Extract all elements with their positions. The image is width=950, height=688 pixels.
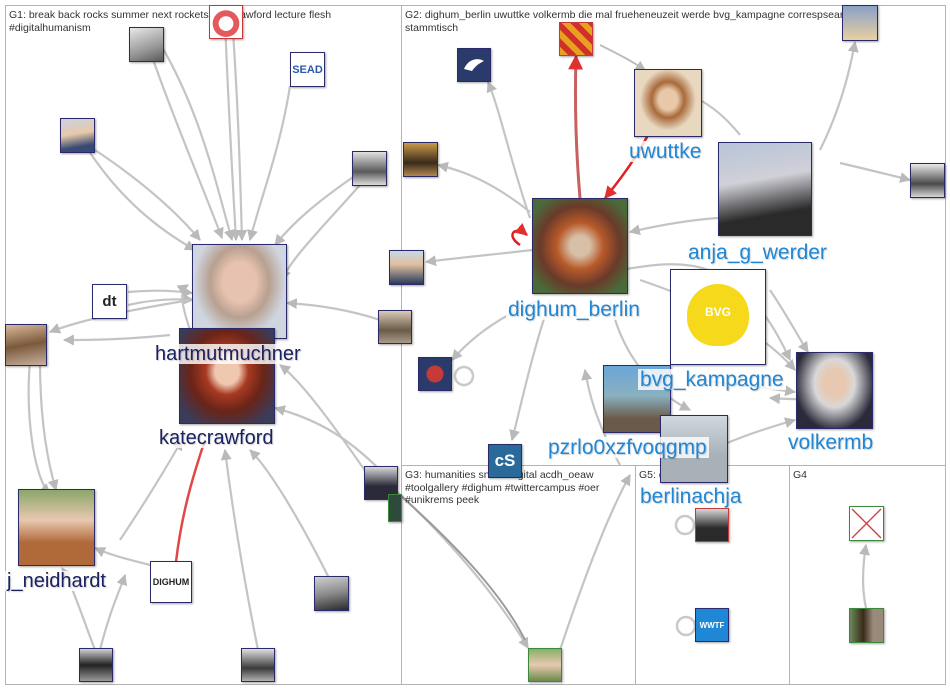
node-logo-red[interactable] [209, 5, 243, 39]
label-pzrlo[interactable]: pzrlo0xzfvoqgmp [546, 436, 709, 459]
dighum-logo-text: DIGHUM [152, 577, 190, 587]
group-g2-title: G2: dighum_berlin uwuttke volkermb die m… [405, 9, 855, 34]
bvg-logo-text: BVG [704, 305, 731, 319]
g4-edge [859, 543, 870, 609]
label-j-neidhardt[interactable]: j_neidhardt [5, 570, 108, 592]
node-dighum-berlin-avatar[interactable] [532, 198, 628, 294]
node-avatar-bw[interactable] [241, 648, 275, 682]
node-avatar-suit[interactable] [364, 466, 398, 500]
label-volkermb[interactable]: volkermb [786, 431, 876, 454]
node-avatar-man-glasses-2[interactable] [389, 250, 424, 285]
node-avatar-historic[interactable] [403, 142, 438, 177]
g3-dark-edge [399, 494, 526, 641]
node-eagle-logo[interactable] [457, 48, 491, 82]
node-avatar-bearded[interactable] [352, 151, 387, 186]
node-dighum-logo[interactable]: DIGHUM [150, 561, 192, 603]
node-sead-logo[interactable]: SEAD [290, 52, 325, 87]
node-missing-image[interactable] [849, 506, 884, 541]
g2-red-edge-1 [568, 54, 584, 199]
wwtf-logo-text: WWTF [699, 620, 725, 630]
node-avatar-right-edge[interactable] [910, 163, 945, 198]
self-loops [453, 365, 697, 637]
node-avatar-man-glasses[interactable] [314, 576, 349, 611]
label-bvg[interactable]: bvg_kampagne [638, 368, 786, 391]
node-j-neidhardt-avatar[interactable] [18, 489, 95, 566]
node-wwtf-logo[interactable]: WWTF [695, 608, 729, 642]
node-striped-square[interactable] [559, 22, 593, 56]
group-g4-panel [789, 465, 946, 685]
node-g3-dark-square[interactable] [388, 494, 402, 522]
node-uwuttke-avatar[interactable] [634, 69, 702, 137]
node-volkermb-avatar[interactable] [796, 352, 873, 429]
eagle-icon [464, 59, 484, 71]
node-anja-avatar[interactable] [718, 142, 812, 236]
cs-logo-text: cS [494, 451, 516, 470]
node-g5-dark-avatar[interactable] [695, 508, 729, 542]
node-dt-logo[interactable]: dt [92, 284, 127, 319]
node-avatar-hat[interactable] [79, 648, 113, 682]
g2-red-self-loop [511, 223, 528, 247]
node-avatar-woman-g3[interactable] [528, 648, 562, 682]
dt-logo-text: dt [102, 293, 117, 310]
g1-red-edge [174, 439, 207, 563]
broken-image-icon [851, 508, 882, 539]
g2-gray-edge-top [599, 44, 646, 71]
label-anja[interactable]: anja_g_werder [686, 241, 829, 264]
node-bvg-logo[interactable]: BVG [670, 269, 766, 365]
label-uwuttke[interactable]: uwuttke [627, 140, 704, 163]
label-dighum-berlin[interactable]: dighum_berlin [506, 298, 642, 321]
node-avatar-bald-man[interactable] [129, 27, 164, 62]
node-avatar-man-smiling[interactable] [60, 118, 95, 153]
label-berlinachja[interactable]: berlinachja [638, 485, 744, 508]
bvg-heart-icon [687, 284, 749, 346]
node-top-right-small[interactable] [842, 5, 878, 41]
node-g4-door-avatar[interactable] [849, 608, 884, 643]
node-bike-logo[interactable] [418, 357, 452, 391]
sead-logo-text: SEAD [292, 63, 323, 76]
node-avatar-cartoon[interactable] [5, 324, 47, 366]
group-g4-title: G4 [793, 469, 808, 481]
node-cs-logo[interactable]: cS [488, 444, 522, 478]
label-hartmut[interactable]: hartmutmuchner [153, 343, 303, 365]
label-katecrawford[interactable]: katecrawford [157, 427, 276, 449]
node-hartmut-avatar[interactable] [192, 244, 287, 339]
group-g1-title: G1: break back rocks summer next rockets… [9, 9, 332, 34]
node-avatar-group-photo[interactable] [378, 310, 412, 344]
